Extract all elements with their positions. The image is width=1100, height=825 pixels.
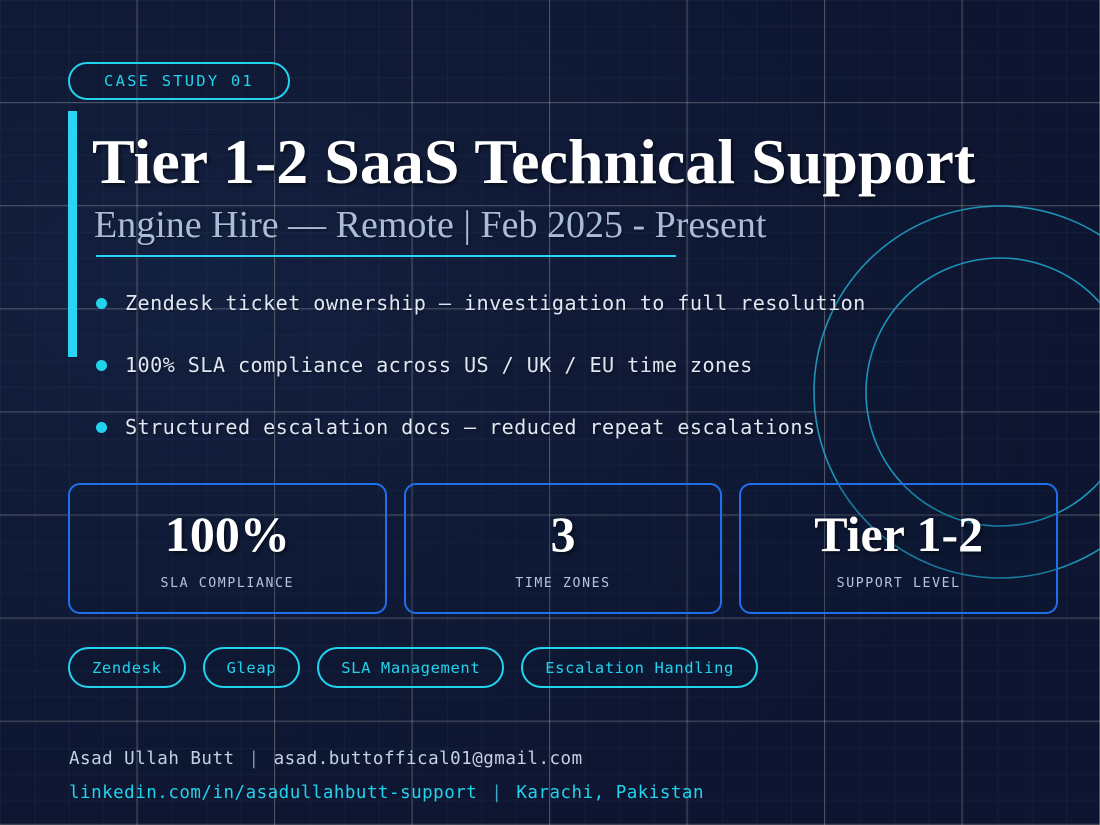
case-study-badge: CASE STUDY 01 [68, 62, 290, 100]
list-item: Structured escalation docs — reduced rep… [96, 396, 1076, 458]
list-item-label: Zendesk ticket ownership — investigation… [125, 291, 866, 315]
contact-separator: | [248, 749, 260, 769]
stat-label: TIME ZONES [515, 576, 611, 591]
contact-line-secondary: linkedin.com/in/asadullahbutt-support | … [69, 776, 704, 810]
subtitle-divider [96, 255, 676, 257]
stat-value: 3 [550, 506, 576, 562]
contact-name: Asad Ullah Butt [69, 749, 235, 769]
list-item-label: 100% SLA compliance across US / UK / EU … [125, 353, 753, 377]
page-subtitle: Engine Hire — Remote | Feb 2025 - Presen… [94, 204, 767, 246]
stat-card-sla-compliance: 100% SLA COMPLIANCE [68, 483, 387, 614]
stat-cards: 100% SLA COMPLIANCE 3 TIME ZONES Tier 1-… [68, 483, 1059, 614]
page-title: Tier 1-2 SaaS Technical Support [92, 126, 976, 197]
bullet-dot-icon [96, 359, 107, 371]
list-item: 100% SLA compliance across US / UK / EU … [96, 334, 1076, 396]
stat-value: Tier 1-2 [814, 506, 984, 562]
list-item: Zendesk ticket ownership — investigation… [96, 272, 1076, 334]
stat-card-support-level: Tier 1-2 SUPPORT LEVEL [739, 483, 1059, 614]
contact-linkedin[interactable]: linkedin.com/in/asadullahbutt-support [69, 783, 478, 803]
contact-separator: | [491, 783, 503, 803]
contact-email[interactable]: asad.buttoffical01@gmail.com [273, 749, 583, 769]
bullet-dot-icon [96, 421, 107, 433]
highlights-list: Zendesk ticket ownership — investigation… [96, 272, 1076, 458]
case-study-badge-label: CASE STUDY 01 [104, 72, 254, 90]
tag-sla-management[interactable]: SLA Management [317, 647, 505, 688]
stat-value: 100% [164, 506, 290, 562]
tag-escalation-handling[interactable]: Escalation Handling [521, 647, 758, 688]
list-item-label: Structured escalation docs — reduced rep… [125, 415, 816, 439]
skill-tags: Zendesk Gleap SLA Management Escalation … [68, 647, 758, 688]
stat-label: SUPPORT LEVEL [836, 576, 961, 591]
stat-label: SLA COMPLIANCE [160, 576, 295, 591]
bullet-dot-icon [96, 297, 107, 309]
tag-gleap[interactable]: Gleap [202, 647, 301, 688]
left-accent-bar [68, 111, 77, 357]
contact-location: Karachi, Pakistan [516, 783, 704, 803]
contact-footer: Asad Ullah Butt | asad.buttoffical01@gma… [69, 742, 704, 810]
contact-line-primary: Asad Ullah Butt | asad.buttoffical01@gma… [69, 742, 704, 776]
stat-card-time-zones: 3 TIME ZONES [403, 483, 723, 614]
tag-zendesk[interactable]: Zendesk [68, 647, 186, 688]
